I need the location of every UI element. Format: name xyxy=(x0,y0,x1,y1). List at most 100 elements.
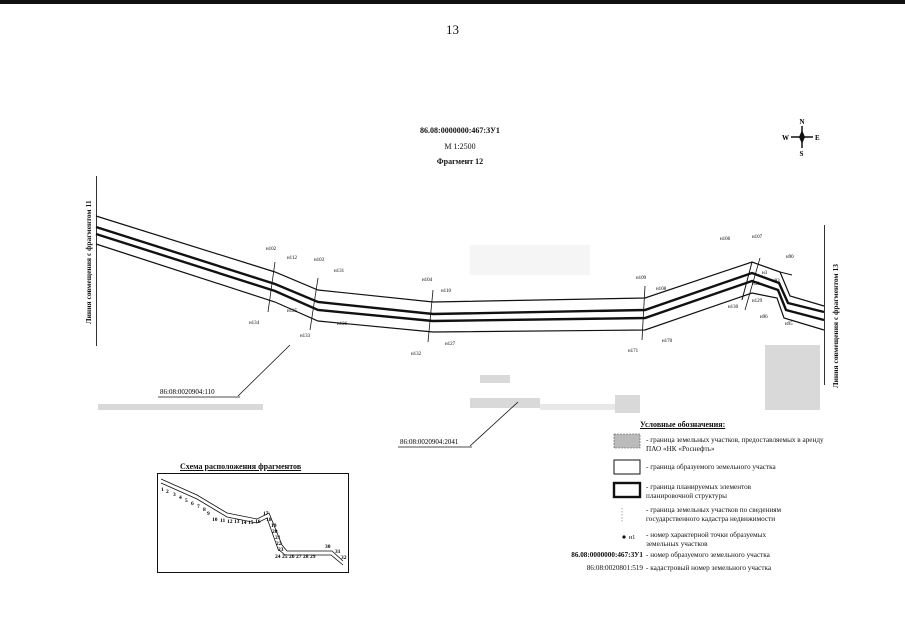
point-label: н110 xyxy=(441,289,451,294)
svg-text:6: 6 xyxy=(191,501,194,507)
svg-text:3: 3 xyxy=(173,492,176,498)
legend-item-plot: - граница образуемого земельного участка xyxy=(646,463,776,471)
compass-icon: N S W E xyxy=(782,118,820,158)
legend-item-cadastral-number: - кадастровый номер земельного участка xyxy=(646,564,772,572)
top-border-line xyxy=(0,0,905,4)
point-label: н129 xyxy=(752,299,763,304)
legend-plot-sample: 86.08:0000000:467:ЗУ1 xyxy=(571,551,643,559)
right-join-line xyxy=(824,225,825,385)
compass-s: S xyxy=(800,150,804,158)
legend-symbols: н1 xyxy=(612,433,642,541)
corridor-lines xyxy=(95,215,825,333)
svg-text:24: 24 xyxy=(275,554,281,560)
point-label: н108 xyxy=(656,287,667,292)
svg-text:10: 10 xyxy=(212,517,218,523)
legend-swatch-plot xyxy=(613,459,641,475)
point-label: н107 xyxy=(752,235,763,240)
svg-text:29: 29 xyxy=(310,554,316,560)
legend-item-cadastre: - граница земельных участков по сведения… xyxy=(646,506,782,523)
svg-text:12: 12 xyxy=(227,519,233,525)
scheme-title: Схема расположения фрагментов xyxy=(180,462,302,471)
svg-text:25: 25 xyxy=(282,554,288,560)
legend-swatch-planning xyxy=(612,481,642,499)
corridor-inner-top xyxy=(95,225,825,316)
svg-text:13: 13 xyxy=(234,519,240,525)
point-label: н93 xyxy=(772,279,780,284)
svg-text:15: 15 xyxy=(248,520,254,526)
legend-cadastral-sample: 86:08:0020801:519 xyxy=(586,564,643,572)
point-label: н96 xyxy=(760,315,768,320)
compass-e: E xyxy=(815,134,820,142)
point-label: н134 xyxy=(249,321,260,326)
svg-text:5: 5 xyxy=(185,498,188,504)
point-label: н170 xyxy=(662,339,673,344)
point-label: н171 xyxy=(628,349,639,354)
svg-text:20: 20 xyxy=(272,529,278,535)
cadastral-label-1: 86:08:0020904:110 xyxy=(160,388,215,396)
compass-n: N xyxy=(800,118,805,126)
svg-text:26: 26 xyxy=(289,554,295,560)
svg-text:27: 27 xyxy=(296,554,302,560)
point-label: н106 xyxy=(720,237,731,242)
legend-title: Условные обозначения: xyxy=(640,420,726,429)
svg-text:32: 32 xyxy=(341,555,347,561)
svg-text:1: 1 xyxy=(161,487,164,493)
svg-text:23: 23 xyxy=(278,547,284,553)
corridor-outer-top xyxy=(95,215,825,307)
corridor-outer-bottom xyxy=(95,243,825,333)
point-label: н3 xyxy=(762,271,768,276)
svg-text:17: 17 xyxy=(263,511,269,517)
point-label: н125 xyxy=(287,309,298,314)
svg-text:22: 22 xyxy=(276,541,282,547)
compass-w: W xyxy=(782,134,789,142)
svg-text:19: 19 xyxy=(271,523,277,529)
fragment-label: Фрагмент 12 xyxy=(436,157,484,166)
point-label: н109 xyxy=(636,276,647,281)
svg-text:8: 8 xyxy=(203,507,206,513)
svg-text:7: 7 xyxy=(197,504,200,510)
point-label: н95 xyxy=(785,322,793,327)
point-label: н126 xyxy=(337,322,348,327)
svg-text:28: 28 xyxy=(303,554,309,560)
left-join-line xyxy=(96,176,97,346)
point-label: н102 xyxy=(266,247,277,252)
svg-text:4: 4 xyxy=(179,495,182,501)
svg-text:11: 11 xyxy=(220,518,225,524)
point-labels: н102 н112 н103 н131 н104 н110 н109 н108 … xyxy=(249,235,794,357)
point-label: н131 xyxy=(334,269,345,274)
point-label: н132 xyxy=(411,352,422,357)
fragment-scheme: 1 2 3 4 5 6 7 8 9 10 11 12 13 14 15 16 1… xyxy=(157,473,349,573)
legend-item-planning: - граница планируемых элементов планиров… xyxy=(646,483,752,500)
hatch-patches xyxy=(98,245,820,413)
svg-text:18: 18 xyxy=(266,517,272,523)
point-label: н133 xyxy=(300,334,311,339)
legend-item-lease: - граница земельных участков, предоставл… xyxy=(646,436,824,453)
plot-id-title: 86.08:0000000:467:ЗУ1 xyxy=(420,126,500,135)
scale-label: М 1:2500 xyxy=(444,142,476,151)
svg-text:21: 21 xyxy=(275,535,281,541)
point-label: н112 xyxy=(287,256,297,261)
crossing-ticks xyxy=(267,257,761,343)
point-label: н103 xyxy=(314,258,325,263)
point-label: н104 xyxy=(422,278,433,283)
svg-text:16: 16 xyxy=(255,519,261,525)
scheme-numbers: 1 2 3 4 5 6 7 8 9 10 11 12 13 14 15 16 1… xyxy=(161,487,347,561)
point-label: н130 xyxy=(728,305,739,310)
svg-text:31: 31 xyxy=(335,549,341,555)
cadastral-label-2: 86:08:0020904:2041 xyxy=(400,438,459,446)
svg-text:2: 2 xyxy=(166,489,169,495)
leader-lines xyxy=(237,344,519,447)
legend-item-point: - номер характерной точки образуемых зем… xyxy=(646,531,767,548)
legend-swatch-lease xyxy=(613,433,641,449)
legend-point-dot xyxy=(622,535,626,539)
point-label: н30 xyxy=(752,282,760,287)
svg-text:9: 9 xyxy=(207,511,210,517)
legend-item-plot-number: - номер образуемого земельного участка xyxy=(646,551,770,559)
legend-point-sample: н1 xyxy=(629,535,635,541)
page-number: 13 xyxy=(446,22,459,37)
point-label: н90 xyxy=(786,255,794,260)
svg-text:30: 30 xyxy=(325,544,331,550)
point-label: н127 xyxy=(445,342,456,347)
corridor-inner-bottom xyxy=(95,232,825,323)
